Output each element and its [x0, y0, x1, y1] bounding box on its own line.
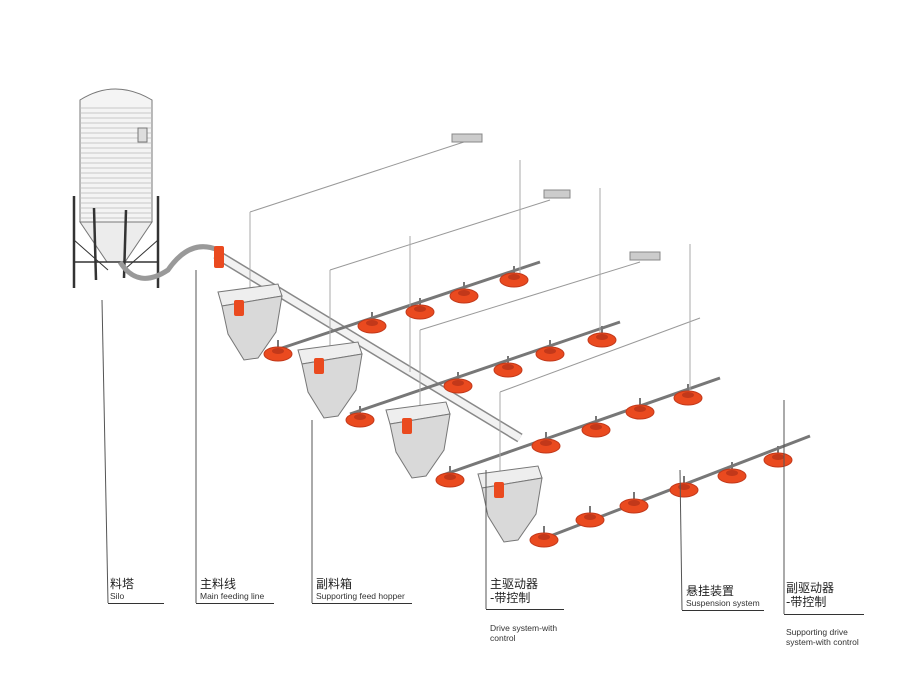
feeder-pan-cone — [726, 470, 738, 476]
feeder-pan-cone — [354, 414, 366, 420]
label-main-feeding-line-zh: 主料线 — [200, 577, 237, 591]
suspension-winch — [629, 251, 661, 261]
feeder-pan-cone — [590, 424, 602, 430]
silo-leg — [92, 207, 98, 281]
label-supporting-drive-system-en: Supporting drive system-with control — [786, 627, 859, 648]
label-main-feeding-line-en: Main feeding line — [200, 590, 265, 601]
feeder-pan-cone — [596, 334, 608, 340]
label-main-feeding-line-underline — [196, 603, 274, 604]
label-silo-en: Silo — [110, 590, 125, 601]
feeder-pan-cone — [772, 454, 784, 460]
main-feeding-tube-inner — [214, 251, 522, 441]
main-drive-motor — [214, 246, 224, 268]
feeder-pans — [263, 266, 793, 548]
label-drive-system-en: Drive system-with control — [490, 623, 558, 644]
label-drive-system-zh: 主驱动器 -带控制 — [490, 577, 539, 606]
suspension-cable — [329, 199, 551, 271]
feeder-pan-cone — [444, 474, 456, 480]
feeder-pan-cone — [634, 406, 646, 412]
leader-line — [101, 299, 109, 604]
feeder-pan-cone — [544, 348, 556, 354]
hopper-body — [481, 477, 543, 543]
label-silo: 料塔 Silo — [110, 577, 135, 602]
hopper-valve — [314, 358, 324, 374]
feeder-pan-cone — [682, 392, 694, 398]
hopper-valve — [234, 300, 244, 316]
feeder-pan-cone — [538, 534, 550, 540]
label-supporting-drive-system-underline — [784, 614, 864, 615]
label-drive-system-underline — [486, 609, 564, 610]
label-suspension-system: 悬挂装置 Suspension system — [686, 584, 760, 609]
silo-hatch — [137, 127, 148, 143]
label-main-feeding-line: 主料线 Main feeding line — [200, 577, 265, 602]
feeder-pan-cone — [678, 484, 690, 490]
callout-leaders — [101, 270, 785, 614]
label-drive-system: 主驱动器 -带控制 Drive system-with control — [490, 560, 557, 662]
hopper-valve — [402, 418, 412, 434]
feeder-pan-cone — [502, 364, 514, 370]
feeder-pan-cone — [452, 380, 464, 386]
silo-brace — [123, 239, 159, 271]
label-supporting-feed-hopper: 副料箱 Supporting feed hopper — [316, 577, 405, 602]
feeder-pan-cone — [628, 500, 640, 506]
feeder-line — [269, 260, 541, 354]
feeder-pan-cone — [540, 440, 552, 446]
label-suspension-system-underline — [682, 610, 764, 611]
hopper-body — [389, 413, 451, 479]
feeder-pan-cone — [272, 348, 284, 354]
label-supporting-feed-hopper-zh: 副料箱 — [316, 577, 353, 591]
silo-brace — [73, 239, 109, 271]
supporting-feed-hoppers — [217, 283, 543, 543]
feeder-pan-cone — [366, 320, 378, 326]
silo-structure — [72, 88, 219, 288]
suspension-winch — [543, 189, 571, 199]
label-silo-underline — [108, 603, 164, 604]
feeder-pan-cone — [414, 306, 426, 312]
feeder-pan-cone — [508, 274, 520, 280]
hopper-body — [301, 353, 363, 419]
feeder-pan-cone — [584, 514, 596, 520]
feeder-line — [439, 376, 721, 478]
hopper-valve — [494, 482, 504, 498]
silo-hose — [117, 244, 219, 281]
label-silo-zh: 料塔 — [110, 577, 135, 591]
silo-cone — [79, 221, 153, 263]
label-supporting-drive-system: 副驱动器 -带控制 Supporting drive system-with c… — [786, 564, 859, 666]
suspension-cable — [499, 317, 701, 393]
suspension-winch — [451, 133, 483, 143]
label-suspension-system-zh: 悬挂装置 — [686, 584, 735, 598]
label-suspension-system-en: Suspension system — [686, 597, 760, 608]
leader-line — [679, 469, 683, 611]
label-supporting-drive-system-zh: 副驱动器 -带控制 — [786, 581, 835, 610]
feeder-pan-cone — [458, 290, 470, 296]
suspension-cable — [419, 261, 641, 331]
label-supporting-feed-hopper-underline — [312, 603, 412, 604]
feeder-line — [349, 320, 621, 416]
label-supporting-feed-hopper-en: Supporting feed hopper — [316, 590, 405, 601]
silo-body — [79, 88, 153, 223]
suspension-cable — [249, 139, 471, 213]
